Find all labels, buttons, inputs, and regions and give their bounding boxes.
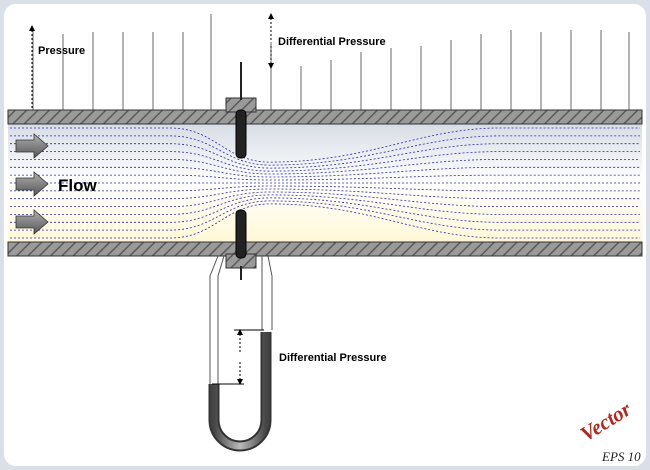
pipe-wall-top (7, 109, 643, 125)
streamline (10, 166, 640, 178)
streamline (10, 151, 640, 172)
pressure-gauge-lines (32, 14, 630, 110)
u-tube-manometer (208, 255, 273, 452)
streamline (10, 127, 640, 163)
differential-pressure-top-label: Differential Pressure (278, 36, 386, 48)
pipe-bore (8, 124, 642, 242)
pressure-label: Pressure (38, 45, 85, 57)
streamline (10, 185, 640, 192)
flow-arrow-1 (15, 133, 49, 159)
orifice-flange-bottom (225, 209, 257, 280)
differential-pressure-bottom-label: Differential Pressure (279, 352, 387, 364)
flow-arrow-2 (15, 171, 49, 197)
streamline (10, 203, 640, 239)
streamline (10, 159, 640, 175)
streamline (10, 135, 640, 166)
streamlines (10, 127, 640, 239)
badge-format: EPS 10 (601, 449, 641, 464)
pipe-wall-bottom (7, 241, 643, 257)
streamline (10, 174, 640, 181)
streamline (10, 191, 640, 207)
streamline (10, 188, 640, 200)
flow-arrow-3 (15, 209, 49, 235)
streamline (10, 200, 640, 231)
streamline (10, 194, 640, 215)
flow-label: Flow (58, 176, 97, 195)
orifice-flange-top (225, 62, 257, 159)
